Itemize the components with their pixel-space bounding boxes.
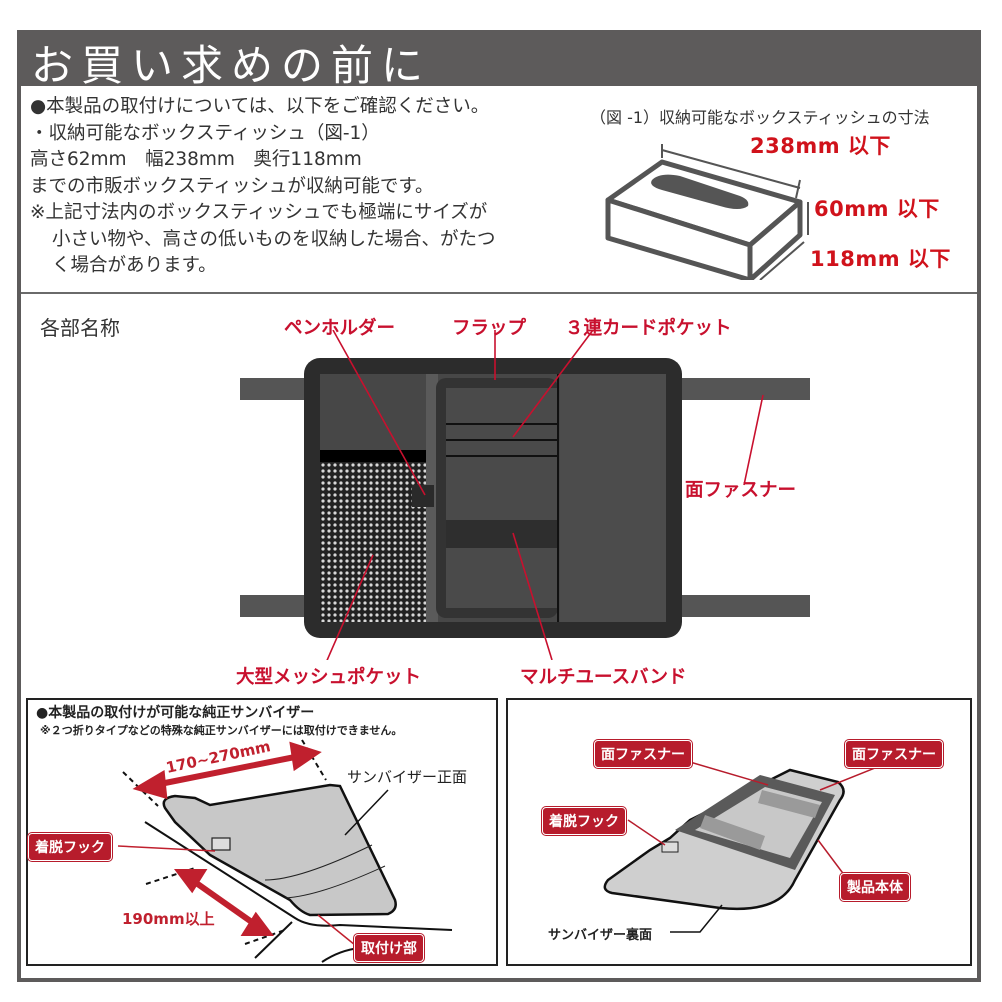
sunvisor-front-note: ※２つ折りタイプなどの特殊な純正サンバイザーには取付けできません。 [40, 724, 403, 737]
product-body-tag: 製品本体 [840, 873, 910, 901]
intro-line: までの市販ボックスティッシュが収納可能です。 [30, 175, 434, 197]
intro-line: く場合があります。 [52, 255, 217, 276]
dimension-height: 60mm 以下 [814, 197, 940, 221]
label-pen-holder: ペンホルダー [284, 318, 396, 339]
visor-back-label: サンバイザー裏面 [548, 928, 653, 943]
intro-line: ●本製品の取付けについては、以下をご確認ください。 [30, 96, 490, 117]
label-card-pocket: ３連カードポケット [565, 318, 732, 339]
parts-heading: 各部名称 [40, 316, 120, 340]
organizer-illustration [240, 330, 810, 660]
min-length-label: 190mm以上 [122, 910, 215, 928]
intro-line: ・収納可能なボックスティッシュ（図-1） [30, 122, 380, 144]
dimension-depth: 118mm 以下 [810, 247, 951, 271]
figure1-caption: （図 -1）収納可能なボックスティッシュの寸法 [590, 108, 930, 127]
intro-text: ●本製品の取付けについては、以下をご確認ください。 ・収納可能なボックスティッシ… [30, 94, 495, 280]
tissue-box-icon [605, 144, 809, 280]
intro-line: 高さ62mm 幅238mm 奥行118mm [30, 149, 362, 170]
intro-line: 小さい物や、高さの低いものを収納した場合、がたつ [52, 228, 496, 250]
visor-front-label: サンバイザー正面 [347, 768, 468, 786]
back-hook-tag: 着脱フック [542, 807, 626, 835]
section-divider [21, 292, 977, 294]
sunvisor-front-title: ●本製品の取付けが可能な純正サンバイザー [36, 705, 315, 721]
page-title: お買い求めの前に [31, 41, 432, 90]
title-bar: お買い求めの前に [17, 30, 981, 90]
label-mesh-pocket: 大型メッシュポケット [236, 667, 422, 688]
label-multi-band: マルチユースバンド [520, 667, 687, 688]
fastener-tag-left: 面ファスナー [594, 740, 692, 768]
label-fastener: 面ファスナー [685, 480, 797, 501]
fastener-tag-right: 面ファスナー [845, 740, 943, 768]
hook-tag: 着脱フック [28, 833, 112, 861]
intro-line: ※上記寸法内のボックスティッシュでも極端にサイズが [30, 202, 488, 223]
dimension-width: 238mm 以下 [750, 134, 891, 158]
mount-tag: 取付け部 [354, 934, 424, 962]
page-frame [17, 30, 981, 982]
label-flap: フラップ [452, 318, 527, 339]
